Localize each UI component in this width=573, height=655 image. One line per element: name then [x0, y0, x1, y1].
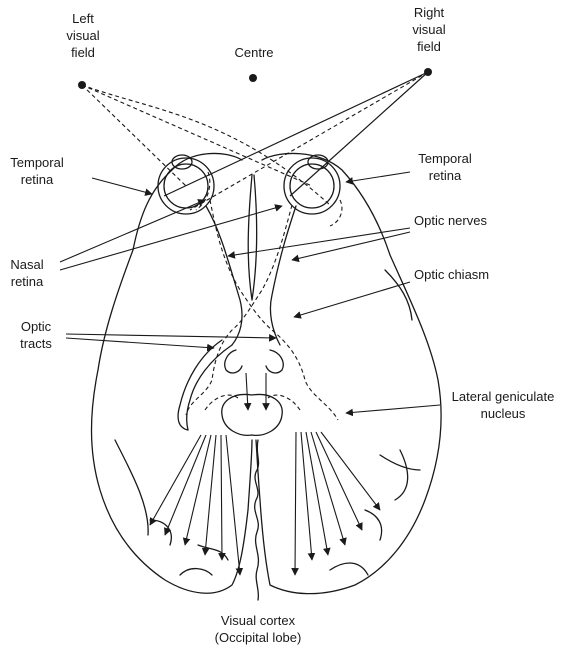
midbrain-right: [266, 350, 283, 373]
arrow-optic-tracts-1: [66, 334, 276, 338]
arrow-lgn: [346, 405, 440, 413]
gyrus-left-1: [115, 440, 148, 535]
midline-fissure: [248, 175, 257, 300]
right-eye-inner: [290, 164, 334, 208]
light-path-centre: [82, 85, 330, 205]
radiation-right-2: [301, 432, 312, 560]
label-optic-chiasm: Optic chiasm: [414, 266, 489, 283]
arrow-optic-nerves-2: [292, 232, 410, 260]
gyrus-right-5: [380, 455, 420, 470]
gyrus-left-2: [150, 520, 171, 545]
label-nasal-retina: Nasal retina: [4, 256, 50, 290]
brainstem: [222, 394, 282, 435]
label-centre: Centre: [226, 44, 282, 61]
midbrain-left: [225, 350, 242, 373]
radiation-right-5: [316, 432, 362, 530]
gyrus-right-3: [330, 563, 368, 575]
radiation-left-6: [226, 435, 240, 575]
label-optic-tracts: Optic tracts: [12, 318, 60, 352]
light-path-left-to-right-eye: [82, 85, 312, 186]
label-left-visual-field: Left visual field: [58, 10, 108, 61]
light-path-right-to-right-eye: [290, 72, 428, 196]
centre-point: [249, 74, 257, 82]
dashed-ring-right-eye: [330, 200, 342, 226]
dashed-lgn-left: [205, 395, 238, 410]
gyrus-right-4: [365, 510, 382, 540]
label-optic-nerves: Optic nerves: [414, 212, 487, 229]
occipital-midline: [255, 440, 259, 600]
optic-tract-left-inner: [178, 340, 222, 430]
radiation-left-5: [221, 435, 222, 560]
arrow-temporal-retina-left: [92, 178, 152, 194]
label-visual-cortex: Visual cortex (Occipital lobe): [198, 612, 318, 646]
arrow-optic-tracts-2: [66, 338, 214, 348]
gyrus-right-2: [395, 450, 408, 500]
radiation-right-6: [321, 432, 380, 510]
label-temporal-retina-right: Temporal retina: [410, 150, 480, 184]
light-path-right-field-top: [190, 72, 428, 210]
label-right-visual-field: Right visual field: [404, 4, 454, 55]
arrow-optic-chiasm: [294, 282, 410, 317]
right-field-point: [424, 68, 432, 76]
arrow-brainstem-1: [246, 373, 248, 410]
label-lateral-geniculate-nucleus: Lateral geniculate nucleus: [440, 388, 566, 422]
left-hemisphere-outline: [92, 153, 253, 593]
optic-nerve-right: [270, 206, 296, 345]
dashed-nerve-right: [186, 205, 292, 415]
gyrus-left-4: [198, 545, 228, 560]
optic-tract-left: [187, 345, 232, 430]
gyrus-left-3: [180, 569, 212, 575]
label-temporal-retina-left: Temporal retina: [2, 154, 72, 188]
left-field-point: [78, 81, 86, 89]
radiation-right-1: [295, 432, 296, 575]
arrow-optic-nerves-1: [228, 228, 410, 256]
arrow-temporal-retina-right: [346, 172, 410, 182]
radiation-left-2: [165, 435, 206, 535]
